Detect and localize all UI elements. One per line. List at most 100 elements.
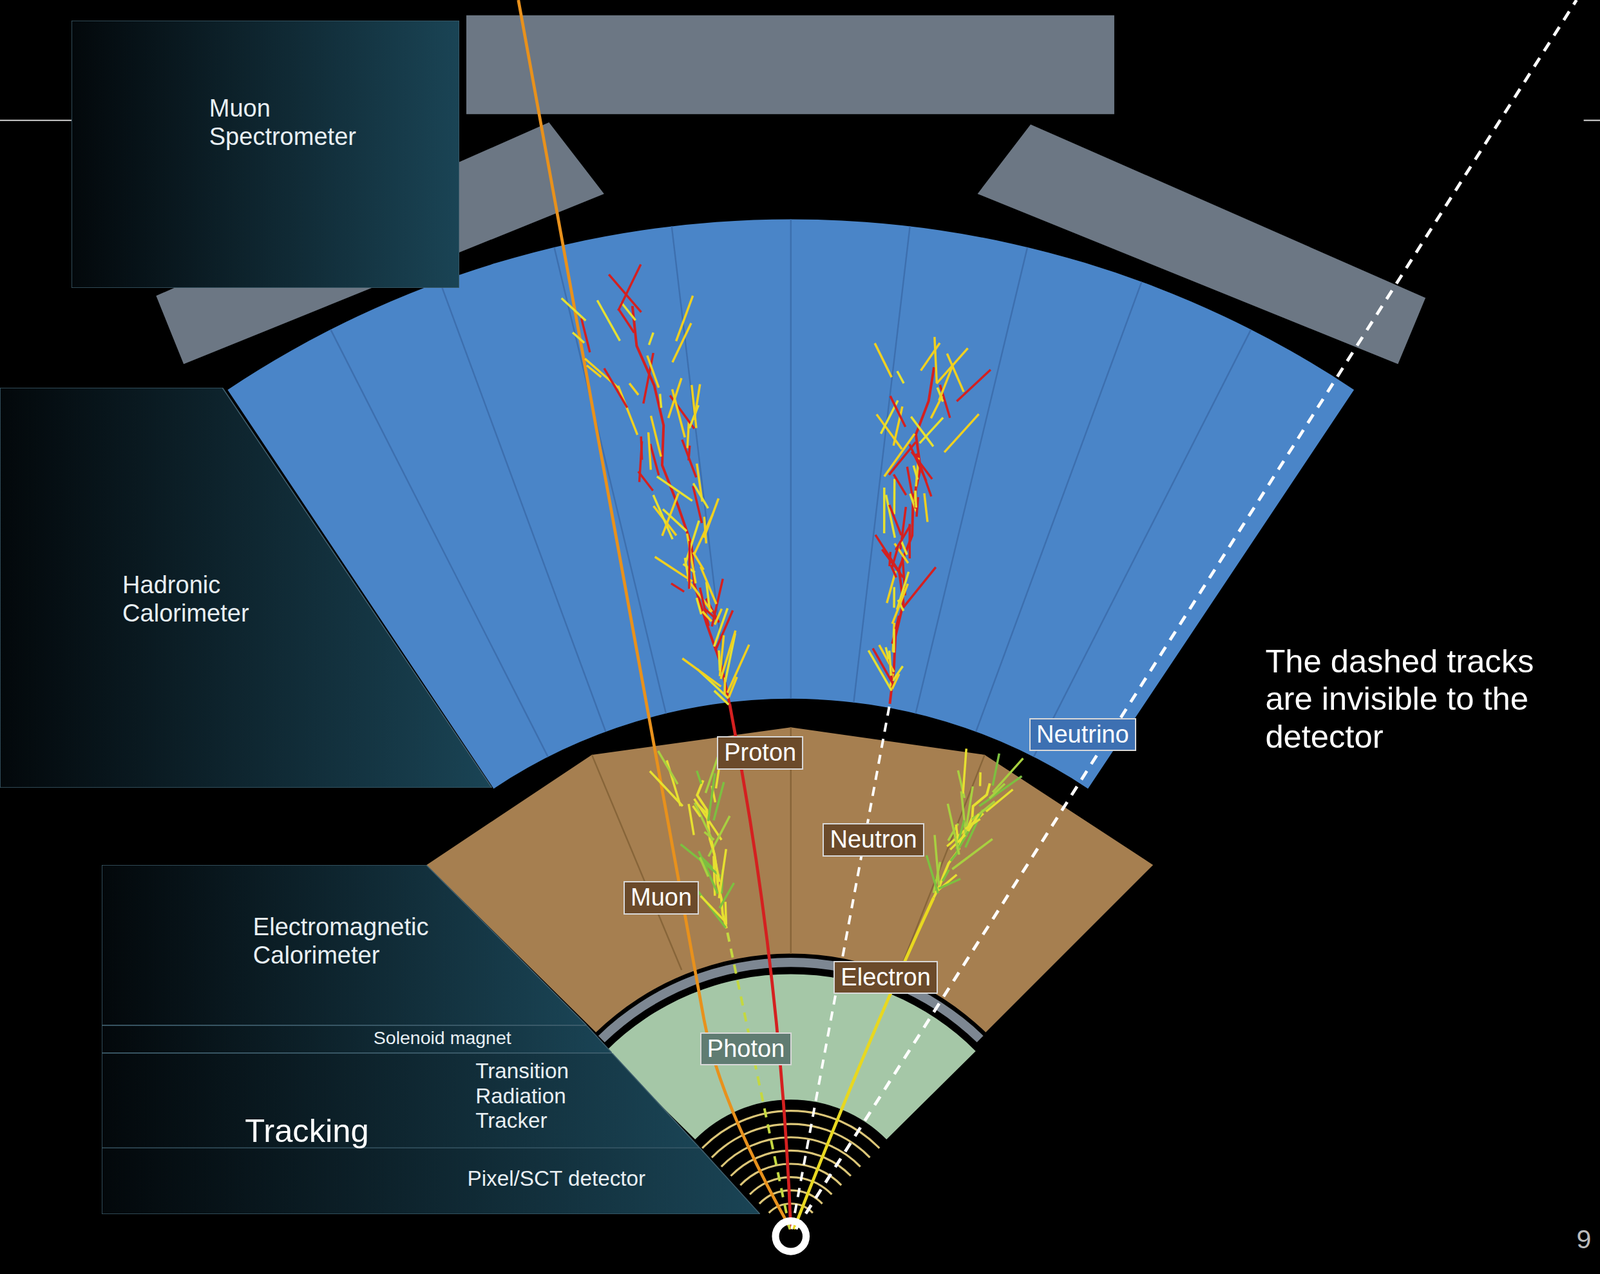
layer-name: Transition Radiation Tracker [475,1053,609,1134]
shower-stroke [893,479,896,515]
panel-shape [101,1053,700,1148]
label-holder: 9 [1576,1224,1598,1255]
particle-label-box: Photon [700,1032,793,1067]
shower-stroke [713,781,724,820]
photon-track [726,928,790,1229]
shower-stroke [939,384,950,418]
shower-stroke [650,443,659,476]
shower-stroke [911,451,933,479]
layer-name: Muon Spectrometer [209,20,393,152]
shower-stroke [879,644,895,672]
shower-stroke [604,368,628,408]
shower-stroke [682,658,721,687]
shower-stroke [655,557,693,582]
shower-stroke [892,628,896,653]
layer-name: Pixel/SCT detector [467,1147,703,1191]
shower-stroke [572,332,585,343]
shower-stroke [992,753,1000,786]
shower-stroke [934,336,937,384]
shower-stroke [693,552,704,571]
panel-shape [101,1025,612,1054]
shower-stroke [657,476,693,502]
shower-stroke [662,493,679,536]
shower-stroke [694,383,701,420]
shower-stroke [939,363,954,401]
layer-panel: Hadronic Calorimeter [0,387,493,788]
particle-name: Electron [840,963,931,992]
shower-stroke [672,323,692,363]
shower-stroke [881,549,904,578]
shower-stroke [694,514,714,555]
shower-stroke [618,264,641,312]
shower-stroke [638,471,654,491]
group-label: Tracking [244,1112,408,1150]
panel-shape [0,387,493,788]
particle-label-box: Neutron [822,823,924,857]
cell-boundary [915,247,1029,714]
shower-stroke [872,648,893,685]
panel-outline [71,20,460,288]
shower-stroke [892,587,896,609]
particle-name: Proton [723,738,797,768]
shower-stroke [725,901,726,925]
shower-stroke [648,332,654,345]
shower-stroke [936,348,969,384]
shower-stroke [693,483,708,509]
label-holder: Tracking [244,1112,408,1150]
layer-panel: Pixel/SCT detector [101,1147,761,1215]
cell-boundary [975,282,1142,732]
shower-stroke [696,597,702,615]
proton-track [729,704,791,1230]
shower-stroke [986,789,1014,812]
shower-stroke [935,874,957,893]
cell-boundary [853,226,910,703]
panel-outline [101,1053,700,1148]
shower-trunk [632,305,730,705]
shower-stroke [711,579,723,627]
shower-stroke [662,509,687,532]
shower-stroke [914,486,917,509]
particle-name: Neutrino [1036,720,1130,750]
shower-stroke [723,677,726,696]
shower-stroke [727,644,750,694]
shower-stroke [671,583,685,592]
shower-stroke [890,396,906,428]
layer-name: Electromagnetic Calorimeter [253,865,468,970]
shower-stroke [561,298,587,321]
shower-stroke [718,848,726,898]
layer-panel: Transition Radiation Tracker [101,1053,700,1148]
shower-stroke [688,803,694,835]
shower-stroke [989,783,1005,799]
shower-stroke [934,834,940,886]
shower-trunk [933,783,991,898]
shower-stroke [651,416,662,457]
shower-stroke [720,630,736,679]
shower-stroke [658,751,678,784]
shower-stroke [883,487,886,534]
shower-stroke [620,302,636,321]
layer-panel: Solenoid magnet [101,1025,612,1054]
shower-stroke [979,776,1022,807]
shower-stroke [919,417,943,444]
panel-shape [71,20,460,288]
particle-label-box: Electron [833,961,938,995]
shower-stroke [693,805,701,817]
shower-stroke [649,771,683,806]
layer-name: Hadronic Calorimeter [122,387,296,629]
shower-stroke [889,650,892,676]
shower-stroke [926,855,938,894]
shower-stroke [924,493,928,523]
shower-stroke [700,566,717,605]
shower-stroke [942,869,949,881]
shower-stroke [700,587,710,626]
particle-label-box: Neutrino [1029,718,1137,752]
shower-stroke [700,857,709,877]
shower-stroke [648,432,652,470]
panel-shape [101,1147,761,1215]
shower-stroke [629,383,639,395]
cell-boundary [899,754,985,971]
silicon-layer [711,1123,870,1158]
shower-stroke [719,883,735,909]
shower-stroke [597,300,620,341]
